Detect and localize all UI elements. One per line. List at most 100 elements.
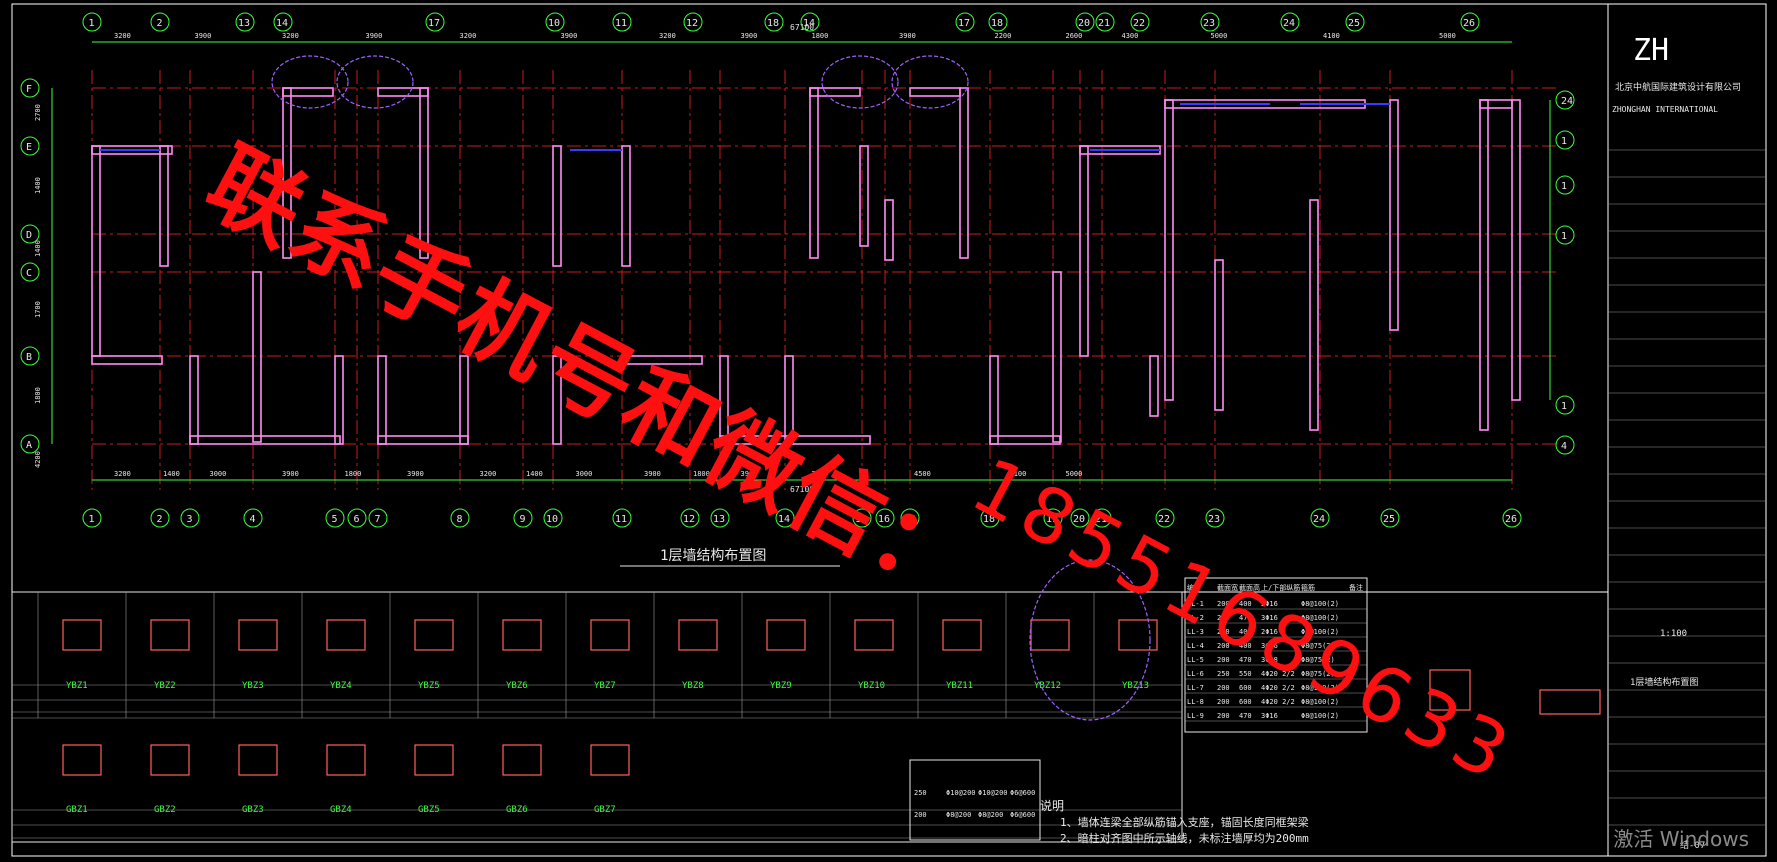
beam-table-cell: LL-8 [1187, 698, 1204, 706]
revision-cloud [271, 55, 349, 109]
axis-label-bottom: 14 [778, 514, 790, 525]
detail-table-border [11, 591, 1183, 843]
axis-grid [91, 70, 1560, 490]
axis-label-right: 4 [1561, 441, 1567, 452]
top-dim-text: 5000 [1439, 32, 1456, 40]
title-block: ZH 北京中航国际建筑设计有限公司 ZHONGHAN INTERNATIONAL… [1612, 33, 1741, 851]
wall-table-cell: Φ10@200 [946, 789, 976, 797]
activate-windows-text: 激活 Windows [1613, 827, 1749, 851]
wall-segment [1479, 99, 1513, 109]
wall-segment [552, 145, 562, 267]
axis-bubble-top [545, 12, 565, 32]
top-dim-text: 3900 [366, 32, 383, 40]
axis-bubble-bottom [243, 508, 263, 528]
axis-bubble-bottom [1310, 508, 1330, 528]
left-dim-text: 2700 [34, 104, 42, 121]
column-section [590, 744, 630, 776]
axis-bubble-bottom [150, 508, 170, 528]
beam-table-cell: 400 [1239, 600, 1252, 608]
axis-bubble-bottom [543, 508, 563, 528]
column-section [414, 744, 454, 776]
beam-table-cell: 4Φ20 2/2 [1261, 698, 1295, 706]
wall-segment [621, 145, 631, 267]
top-dim-text: 4100 [1323, 32, 1340, 40]
axis-label-bottom: 7 [375, 514, 381, 525]
axis-label-bottom: 17 [903, 514, 915, 525]
wall-segment [621, 355, 703, 365]
top-dim-text: 3200 [282, 32, 299, 40]
bottom-dim-text: 3200 [114, 470, 131, 478]
wall-segment [959, 87, 969, 259]
axis-bubble-bottom [680, 508, 700, 528]
axis-bubble-bottom [710, 508, 730, 528]
beam-table-cell: 470 [1239, 614, 1252, 622]
axis-label-top: 22 [1133, 18, 1145, 29]
column-section [502, 619, 542, 651]
section-detail-a [1429, 669, 1471, 711]
axis-label-left: F [26, 84, 32, 95]
column-section [326, 744, 366, 776]
note-2: 2、暗柱对齐图中所示轴线，未标注墙厚均为200mm [1060, 831, 1309, 845]
bottom-dim-text: 4100 [1010, 470, 1027, 478]
axis-label-bottom: 12 [683, 514, 695, 525]
beam-table-cell: 470 [1239, 656, 1252, 664]
wall-segment [189, 355, 199, 445]
axis-bubble-top [150, 12, 170, 32]
axis-label-right: 1 [1561, 181, 1567, 192]
left-dim-text: 1700 [34, 301, 42, 318]
beam-table-cell: 3Φ16 [1261, 642, 1278, 650]
bottom-dim-text: 1400 [163, 470, 180, 478]
beam-table-cell: LL-5 [1187, 656, 1204, 664]
logo: ZH [1633, 33, 1669, 68]
axis-bubble-right [1555, 225, 1575, 245]
yb-label: YBZ10 [858, 681, 885, 691]
axis-bubble-top [1280, 12, 1300, 32]
yb-label: YBZ12 [1034, 681, 1061, 691]
wall-segment [989, 435, 1061, 445]
bottom-dim-text: 3900 [741, 470, 758, 478]
axis-label-left: A [26, 440, 32, 451]
wall-segment [252, 271, 262, 443]
axis-label-top: 18 [991, 18, 1003, 29]
left-dim-text: 1400 [34, 177, 42, 194]
wall-segment [459, 355, 469, 445]
axis-bubble-left [20, 78, 40, 98]
overall-dim-bottom: 67100 [790, 485, 814, 494]
beam-table-cell: Φ8@100(2) [1301, 628, 1339, 636]
column-section [62, 744, 102, 776]
axis-label-top: 17 [428, 18, 440, 29]
note-1: 1、墙体连梁全部纵筋锚入支座，锚固长度同框架梁 [1060, 815, 1309, 829]
axis-bubble-left [20, 224, 40, 244]
axis-bubble-right [1555, 395, 1575, 415]
beam-table-cell: LL-6 [1187, 670, 1204, 678]
axis-label-bottom: 5 [332, 514, 338, 525]
beam-table-cell: 400 [1239, 628, 1252, 636]
yb-label: YBZ5 [418, 681, 440, 691]
revision-cloud [891, 55, 969, 109]
column-section [678, 619, 718, 651]
column-section [766, 619, 806, 651]
wall-table-border [909, 759, 1041, 841]
wall-segment [1079, 145, 1089, 357]
axis-bubble-bottom [1155, 508, 1175, 528]
axis-bubble-left [20, 262, 40, 282]
top-dim-text: 3900 [195, 32, 212, 40]
axis-label-bottom: 24 [1313, 514, 1325, 525]
beam-table-cell: 3Φ16 [1261, 614, 1278, 622]
axis-bubble-top [1130, 12, 1150, 32]
wall-segment [884, 199, 894, 261]
axis-label-top: 1 [89, 18, 95, 29]
bottom-dim-text: 3900 [407, 470, 424, 478]
axis-bubble-bottom [612, 508, 632, 528]
axis-bubble-bottom [900, 508, 920, 528]
axis-label-right: 1 [1561, 401, 1567, 412]
beam-table-cell: 600 [1239, 684, 1252, 692]
axis-bubble-bottom [980, 508, 1000, 528]
bottom-dim-text: 3000 [210, 470, 227, 478]
beam-table-cell: LL-7 [1187, 684, 1204, 692]
axis-bubble-bottom [1043, 508, 1063, 528]
axis-label-top: 18 [767, 18, 779, 29]
